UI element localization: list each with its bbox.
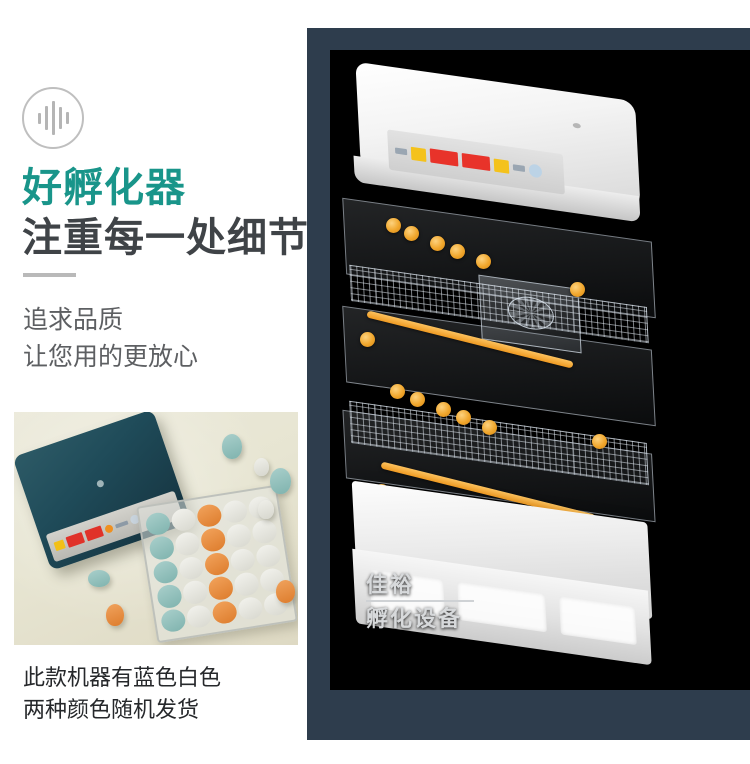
photo-red-display-2 — [84, 525, 105, 542]
photo-egg — [236, 595, 264, 622]
roller-gear — [450, 244, 465, 259]
wave-bar-3 — [51, 101, 55, 135]
roller-gear — [482, 420, 497, 435]
roller-gear — [404, 226, 419, 241]
photo-caption: 此款机器有蓝色白色 两种颜色随机发货 — [23, 662, 221, 726]
photo-egg — [199, 526, 227, 553]
sound-wave-icon — [22, 87, 84, 149]
wave-bar-5 — [65, 112, 69, 124]
photo-egg — [152, 559, 180, 586]
panel-yellow-button-1 — [410, 146, 427, 162]
photo-egg — [225, 522, 253, 549]
photo-egg — [203, 551, 231, 577]
loose-egg — [106, 604, 124, 626]
roller-gear — [592, 434, 607, 449]
photo-egg — [195, 502, 223, 529]
roller-gear — [410, 392, 425, 407]
watermark-line-2: 孵化设备 — [366, 606, 463, 631]
panel-label-strip — [394, 147, 408, 156]
product-photo — [14, 412, 298, 645]
photo-egg — [170, 506, 198, 533]
loose-egg — [88, 570, 110, 587]
caption-line-1: 此款机器有蓝色白色 — [23, 665, 222, 690]
roller-gear — [476, 254, 491, 269]
roller-gear — [436, 402, 451, 417]
loose-egg — [222, 434, 242, 459]
photo-egg — [211, 599, 239, 626]
panel-red-display-1 — [429, 148, 459, 167]
roller-gear — [430, 236, 445, 251]
headline-primary: 好孵化器 — [22, 166, 186, 210]
photo-egg — [159, 607, 187, 634]
photo-egg — [177, 555, 205, 581]
photo-red-display-1 — [65, 531, 86, 548]
panel-indicator-strip — [512, 164, 526, 172]
wave-bar-4 — [58, 107, 62, 129]
photo-yellow-led — [53, 539, 66, 552]
photo-status-strip — [114, 519, 129, 528]
exploded-diagram — [330, 50, 750, 690]
brand-watermark: 佳裕 孵化设备 — [366, 571, 474, 632]
photo-egg — [229, 546, 257, 573]
loose-egg — [270, 468, 291, 494]
roller-gear — [570, 282, 585, 297]
subtext-block: 追求品质 让您用的更放心 — [23, 302, 198, 376]
roller-gear — [390, 384, 405, 399]
subtext-line-2: 让您用的更放心 — [23, 343, 199, 371]
base-panel-recess — [558, 596, 637, 646]
photo-egg — [181, 579, 209, 606]
headline-secondary: 注重每一处细节 — [22, 216, 309, 260]
photo-egg — [254, 542, 282, 569]
photo-egg — [250, 518, 279, 545]
left-content-column: 好孵化器 注重每一处细节 追求品质 让您用的更放心 — [0, 0, 309, 764]
headline-divider — [23, 273, 76, 277]
loose-egg — [254, 458, 269, 476]
roller-gear — [456, 410, 471, 425]
wave-bar-2 — [44, 106, 48, 130]
roller-gear — [360, 332, 375, 347]
roller-gear — [386, 218, 401, 233]
panel-red-display-2 — [461, 152, 491, 172]
watermark-rule — [366, 600, 474, 602]
panel-yellow-button-2 — [493, 157, 510, 174]
subtext-line-1: 追求品质 — [23, 306, 124, 334]
loose-egg — [276, 580, 295, 603]
photo-egg — [148, 535, 176, 561]
photo-egg — [221, 498, 249, 525]
exploded-view-image: 佳裕 孵化设备 — [330, 50, 750, 690]
fan-blade-icon — [507, 293, 555, 333]
photo-orange-button — [103, 523, 114, 534]
photo-egg — [207, 575, 235, 602]
panel-round-button — [528, 162, 543, 178]
photo-egg — [173, 531, 202, 557]
product-showcase-panel: 佳裕 孵化设备 — [307, 28, 750, 740]
loose-egg — [258, 500, 274, 519]
photo-egg — [155, 583, 184, 610]
wave-bar-1 — [37, 112, 41, 124]
caption-line-2: 两种颜色随机发货 — [23, 697, 200, 722]
photo-egg — [232, 571, 261, 597]
photo-egg — [185, 603, 213, 630]
photo-egg — [144, 510, 172, 537]
watermark-line-1: 佳裕 — [366, 572, 415, 597]
